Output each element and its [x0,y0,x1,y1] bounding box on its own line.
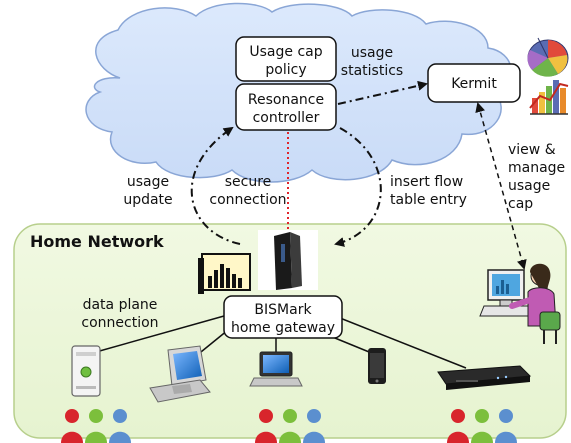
statistics-arrow [337,80,428,105]
smartphone-icon [368,348,386,384]
person-blue-icon [303,409,325,443]
person-red-icon [447,409,469,443]
resonance-controller-line1: Resonance [248,92,324,108]
person-green-icon [471,409,493,443]
person-red-icon [255,409,277,443]
usage-cap-policy-box: Usage cap policy [235,36,337,82]
data-plane-line1: data plane [83,297,158,313]
kermit-label: Kermit [451,76,497,92]
usage-cap-policy-line1: Usage cap [249,44,322,60]
usage-statistics-line2: statistics [341,63,403,79]
resonance-controller-box: Resonance controller [235,83,337,131]
gateway-line1: BISMark [254,302,312,318]
household-users [61,409,517,443]
bismark-gateway-box: BISMark home gateway [223,295,343,339]
person-red-icon [61,409,83,443]
person-green-icon [85,409,107,443]
person-green-icon [279,409,301,443]
view-manage-line1: view & [508,142,556,158]
resonance-controller-line2: controller [253,110,320,126]
user-at-computer-icon [479,263,561,344]
secure-connection-line2: connection [209,192,286,208]
view-manage-line2: manage [508,160,565,176]
view-manage-line4: cap [508,196,533,212]
usage-update-line2: update [123,192,172,208]
router-icon [258,230,318,290]
home-network-title: Home Network [30,232,164,251]
view-manage-arrow [475,102,527,270]
person-blue-icon [495,409,517,443]
bar-chart-icon [529,80,569,115]
desktop-computer-icon [149,345,211,403]
usage-chart-icon [198,253,251,294]
set-top-box-icon [437,365,532,390]
gateway-line2: home gateway [231,320,335,336]
person-blue-icon [109,409,131,443]
usage-statistics-line1: usage [351,45,393,61]
secure-connection-line1: secure [225,174,272,190]
usage-cap-policy-line2: policy [265,62,306,78]
pie-chart-icon [527,37,569,77]
laptop-icon [249,351,303,387]
insert-flow-line2: table entry [390,192,467,208]
usage-update-arrow [190,126,241,245]
kermit-box: Kermit [427,63,521,103]
game-console-icon [71,345,101,397]
data-plane-line2: connection [81,315,158,331]
view-manage-line3: usage [508,178,550,194]
insert-flow-arrow [334,127,382,247]
usage-update-line1: usage [127,174,169,190]
insert-flow-line1: insert flow [390,174,463,190]
